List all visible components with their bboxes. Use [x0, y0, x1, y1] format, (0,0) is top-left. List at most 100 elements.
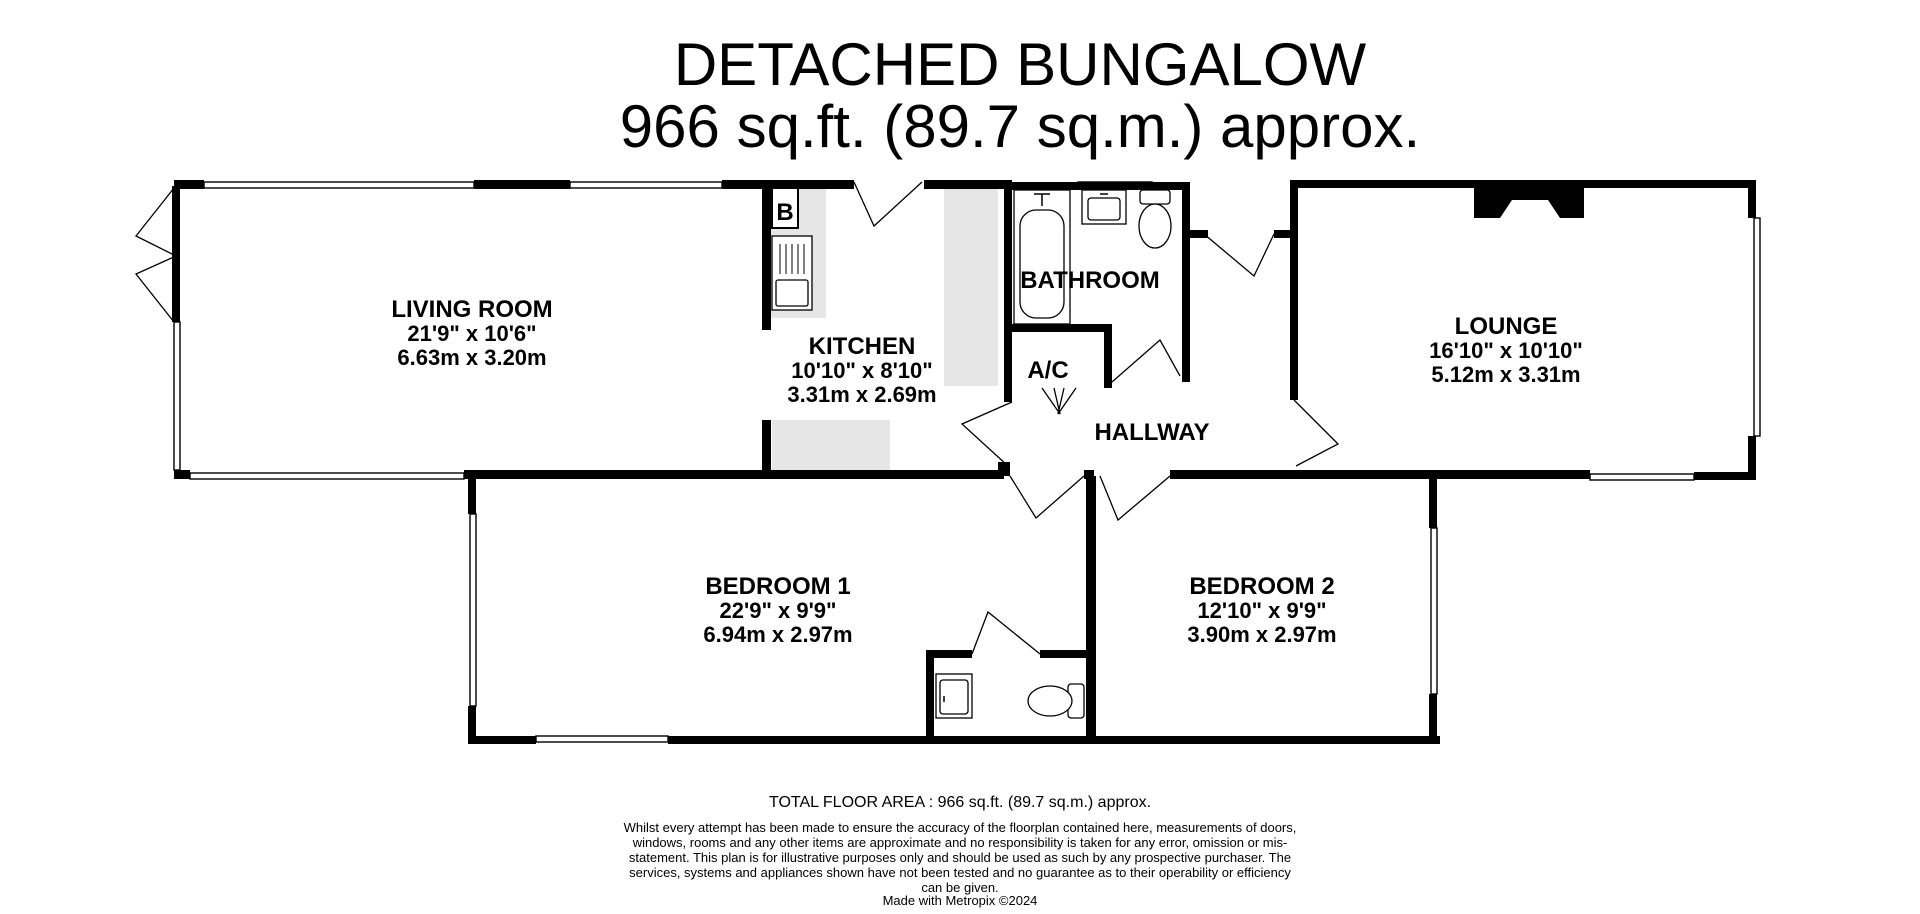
french-doors	[134, 186, 180, 323]
plan-area-subtitle: 966 sq.ft. (89.7 sq.m.) approx.	[619, 93, 1421, 160]
wall	[1290, 470, 1590, 479]
window	[1753, 217, 1761, 437]
room-bathroom: BATHROOM	[1020, 267, 1160, 294]
wall	[762, 420, 771, 476]
wall	[1290, 230, 1298, 400]
doors	[853, 181, 1340, 655]
wall	[1004, 324, 1112, 332]
wall	[926, 650, 934, 740]
wall	[172, 186, 180, 322]
room-name: BATHROOM	[1020, 267, 1160, 294]
room-dimensions-imperial: 16'10" x 10'10"	[1429, 338, 1583, 363]
door-swing	[1009, 475, 1085, 519]
plan-title: DETACHED BUNGALOW	[673, 31, 1367, 98]
door-swing	[1099, 475, 1171, 522]
wall	[1004, 182, 1190, 190]
wall	[1040, 650, 1088, 658]
wall	[1086, 476, 1096, 744]
window	[1589, 473, 1695, 481]
room-living-room: LIVING ROOM 21'9" x 10'6" 6.63m x 3.20m	[391, 296, 552, 370]
wall	[474, 180, 570, 189]
door-swing	[1203, 233, 1275, 278]
room-hallway: HALLWAY	[1094, 419, 1209, 446]
window	[203, 181, 475, 189]
room-name: BEDROOM 2	[1189, 573, 1334, 600]
wall	[464, 470, 1004, 479]
wall	[1084, 470, 1094, 479]
kitchen-counter-bottom	[772, 420, 890, 472]
wall	[468, 706, 476, 744]
door-swing	[1057, 387, 1077, 415]
wall	[1429, 476, 1437, 528]
fireplace-icon	[1474, 188, 1584, 218]
room-dimensions-imperial: 12'10" x 9'9"	[1197, 598, 1326, 623]
room-name: HALLWAY	[1094, 419, 1209, 446]
kitchen-sink-icon	[771, 235, 813, 311]
door-swing	[960, 401, 1013, 467]
room-name: LOUNGE	[1455, 313, 1558, 340]
wall	[1182, 182, 1190, 382]
disclaimer-text: Whilst every attempt has been made to en…	[623, 820, 1297, 895]
room-name: BEDROOM 1	[705, 573, 850, 600]
wall	[1104, 324, 1112, 388]
wall	[174, 470, 190, 479]
wall	[1429, 694, 1437, 744]
kitchen-counter-right	[944, 188, 998, 386]
room-dimensions-metric: 3.31m x 2.69m	[787, 382, 936, 407]
room-kitchen: KITCHEN 10'10" x 8'10" 3.31m x 2.69m	[787, 333, 936, 407]
wall	[1004, 180, 1012, 402]
wall	[468, 476, 476, 514]
wall	[1170, 470, 1290, 479]
window	[569, 181, 723, 189]
wall	[924, 180, 1004, 189]
wall	[1748, 436, 1756, 480]
window	[173, 321, 181, 471]
door-swing	[971, 610, 1041, 655]
room-lounge: LOUNGE 16'10" x 10'10" 5.12m x 3.31m	[1429, 313, 1583, 387]
room-dimensions-metric: 5.12m x 3.31m	[1431, 362, 1580, 387]
room-name: LIVING ROOM	[391, 296, 552, 323]
door-swing	[1041, 387, 1061, 415]
toilet-icon	[1138, 189, 1172, 249]
window	[469, 513, 477, 707]
made-with-credit: Made with Metropix ©2024	[882, 893, 1038, 908]
total-floor-area: TOTAL FLOOR AREA : 966 sq.ft. (89.7 sq.m…	[768, 794, 1152, 811]
basin-icon	[1081, 189, 1127, 225]
room-name: A/C	[1027, 357, 1068, 384]
bathtub-icon	[1013, 189, 1071, 325]
walls	[174, 180, 1756, 744]
window	[189, 472, 465, 480]
wall	[468, 736, 536, 744]
room-dimensions-imperial: 10'10" x 8'10"	[791, 358, 932, 383]
window	[535, 735, 669, 743]
wall	[1274, 230, 1298, 238]
wall	[926, 650, 972, 658]
wall	[1182, 230, 1208, 238]
wall	[1290, 180, 1756, 188]
room-dimensions-metric: 6.94m x 2.97m	[703, 622, 852, 647]
room-dimensions-imperial: 22'9" x 9'9"	[720, 598, 837, 623]
door-swing	[853, 181, 923, 228]
room-bedroom-2: BEDROOM 2 12'10" x 9'9" 3.90m x 2.97m	[1187, 573, 1336, 647]
wall	[1694, 472, 1756, 480]
room-dimensions-metric: 6.63m x 3.20m	[397, 345, 546, 370]
ensuite-basin-icon	[935, 673, 973, 719]
wall	[762, 186, 771, 330]
wall	[1748, 180, 1756, 218]
ensuite-toilet-icon	[1027, 683, 1085, 719]
room-name: KITCHEN	[809, 333, 916, 360]
wall	[1290, 180, 1298, 230]
door-swing	[1293, 399, 1340, 467]
wall	[722, 180, 854, 189]
room-ac: A/C	[1027, 357, 1068, 384]
wall	[998, 462, 1010, 476]
window	[1430, 527, 1438, 695]
boiler-label: B	[776, 199, 793, 226]
wall	[668, 736, 1440, 744]
room-bedroom-1: BEDROOM 1 22'9" x 9'9" 6.94m x 2.97m	[703, 573, 852, 647]
wall	[174, 180, 204, 189]
room-dimensions-imperial: 21'9" x 10'6"	[407, 321, 536, 346]
boiler-icon: B	[771, 187, 799, 229]
room-dimensions-metric: 3.90m x 2.97m	[1187, 622, 1336, 647]
